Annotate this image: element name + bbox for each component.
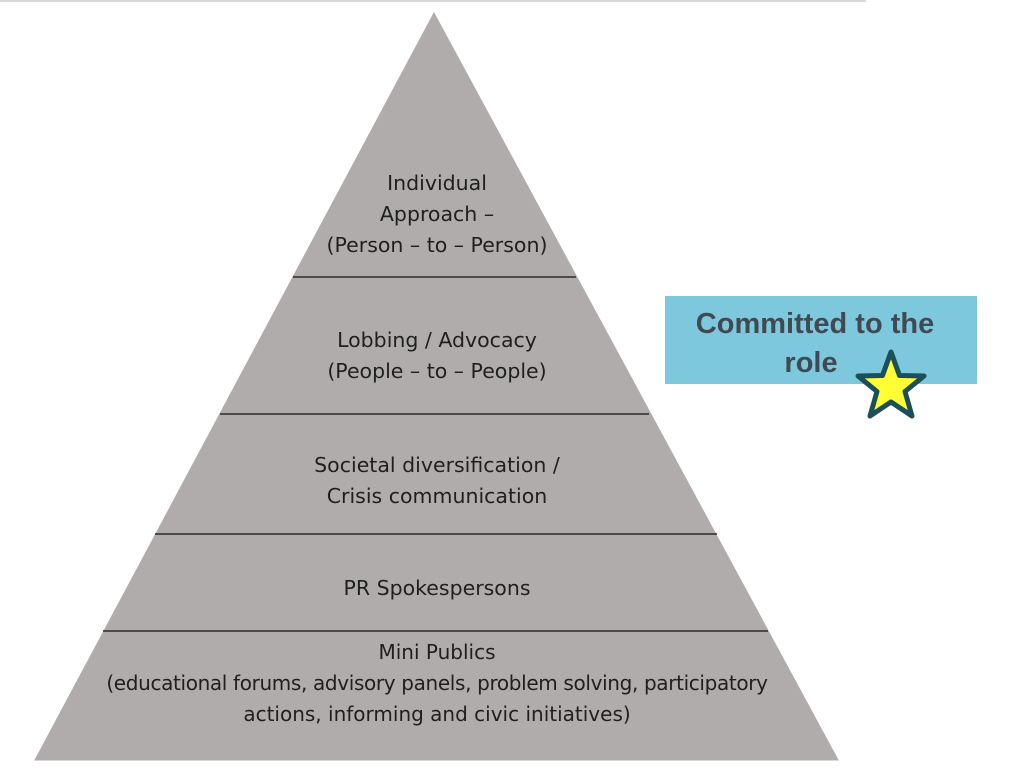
top-divider-line (0, 0, 866, 2)
star-icon (855, 349, 927, 419)
tier-2-line-1: Lobbing / Advocacy (337, 328, 537, 352)
tier-5-line-2: (educational forums, advisory panels, pr… (106, 671, 768, 695)
tier-3-line-1: Societal diversification / (314, 453, 560, 477)
tier-3-line-2: Crisis communication (326, 484, 548, 508)
callout-text: Committed to the role (665, 305, 965, 383)
tier-4-line-1: PR Spokespersons (343, 576, 531, 600)
tier-5-line-3: actions, informing and civic initiatives… (243, 702, 631, 726)
tier-5-line-1: Mini Publics (378, 640, 496, 664)
callout-line-2: role (784, 347, 838, 379)
tier-pr-spokespersons: PR Spokespersons (187, 573, 687, 604)
tier-societal-diversification: Societal diversification / Crisis commun… (187, 450, 687, 512)
tier-1-line-2: Approach – (379, 202, 495, 226)
callout-line-1: Committed to the (695, 308, 935, 340)
tier-2-line-2: (People – to – People) (327, 359, 547, 383)
tier-mini-publics: Mini Publics (educational forums, adviso… (62, 637, 812, 730)
tier-1-line-3: (Person – to – Person) (326, 233, 548, 257)
tier-lobbying-advocacy: Lobbing / Advocacy (People – to – People… (237, 325, 637, 387)
pyramid-shape (34, 11, 839, 761)
committed-callout-box: Committed to the role (665, 296, 977, 384)
tier-1-line-1: Individual (387, 171, 487, 195)
tier-individual-approach: Individual Approach – (Person – to – Per… (287, 168, 587, 261)
